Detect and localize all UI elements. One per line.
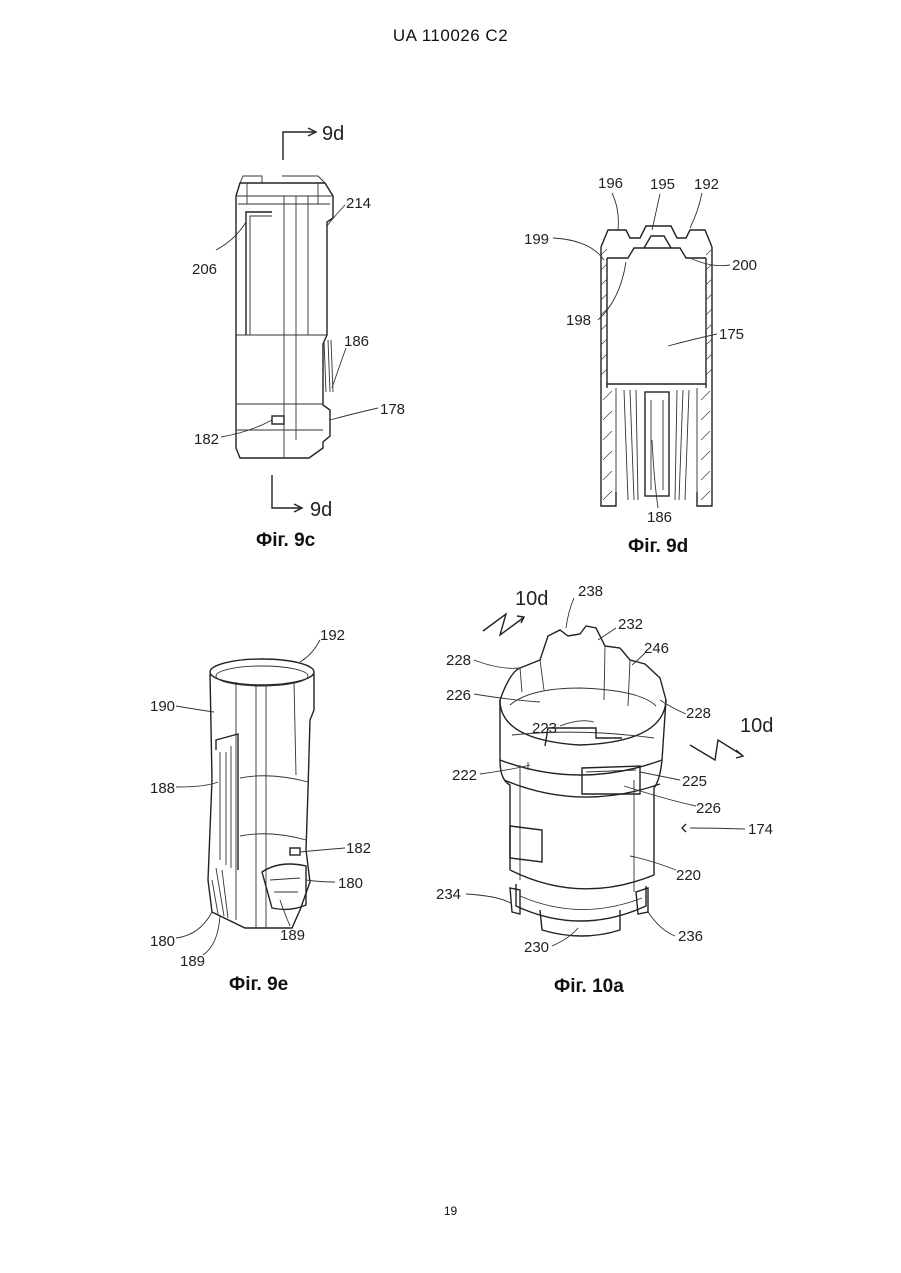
ref-175: 175 — [719, 326, 744, 343]
ref-226-bottom: 226 — [696, 800, 721, 817]
ref-182-9e: 182 — [346, 840, 371, 857]
ref-200: 200 — [732, 257, 757, 274]
fig-9e-caption: Фіг. 9e — [229, 974, 288, 996]
ref-186-9d: 186 — [647, 509, 672, 526]
ref-228-right: 228 — [686, 705, 711, 722]
ref-226-top: 226 — [446, 687, 471, 704]
ref-189-right: 189 — [280, 927, 305, 944]
ref-198: 198 — [566, 312, 591, 329]
fig-10a-caption: Фіг. 10a — [554, 976, 624, 998]
fig10a-section-a: 10d — [515, 588, 548, 610]
ref-206: 206 — [192, 261, 217, 278]
ref-223: 223 — [532, 720, 557, 737]
fig9c-section-bottom: 9d — [310, 499, 332, 521]
ref-180-right: 180 — [338, 875, 363, 892]
ref-180-left: 180 — [150, 933, 175, 950]
ref-192-9d: 192 — [694, 176, 719, 193]
fig-9d-caption: Фіг. 9d — [628, 536, 688, 558]
page-number: 19 — [0, 1204, 901, 1218]
ref-190: 190 — [150, 698, 175, 715]
fig-10a-drawing — [466, 598, 745, 946]
ref-228-left: 228 — [446, 652, 471, 669]
ref-230: 230 — [524, 939, 549, 956]
ref-186-9c: 186 — [344, 333, 369, 350]
fig10a-section-b: 10d — [740, 715, 773, 737]
fig-9e-drawing — [176, 640, 345, 955]
fig9c-section-top: 9d — [322, 123, 344, 145]
ref-189-left: 189 — [180, 953, 205, 970]
ref-174: 174 — [748, 821, 773, 838]
ref-225: 225 — [682, 773, 707, 790]
ref-246: 246 — [644, 640, 669, 657]
ref-199: 199 — [524, 231, 549, 248]
ref-188: 188 — [150, 780, 175, 797]
ref-192-9e: 192 — [320, 627, 345, 644]
ref-178: 178 — [380, 401, 405, 418]
ref-214: 214 — [346, 195, 371, 212]
ref-222: 222 — [452, 767, 477, 784]
ref-234: 234 — [436, 886, 461, 903]
ref-196: 196 — [598, 175, 623, 192]
ref-195: 195 — [650, 176, 675, 193]
ref-236: 236 — [678, 928, 703, 945]
ref-182-9c: 182 — [194, 431, 219, 448]
ref-232: 232 — [618, 616, 643, 633]
fig-9c-caption: Фіг. 9c — [256, 530, 315, 552]
fig-9c-drawing — [216, 128, 378, 512]
ref-220: 220 — [676, 867, 701, 884]
ref-238: 238 — [578, 583, 603, 600]
fig-9d-drawing — [553, 193, 730, 508]
